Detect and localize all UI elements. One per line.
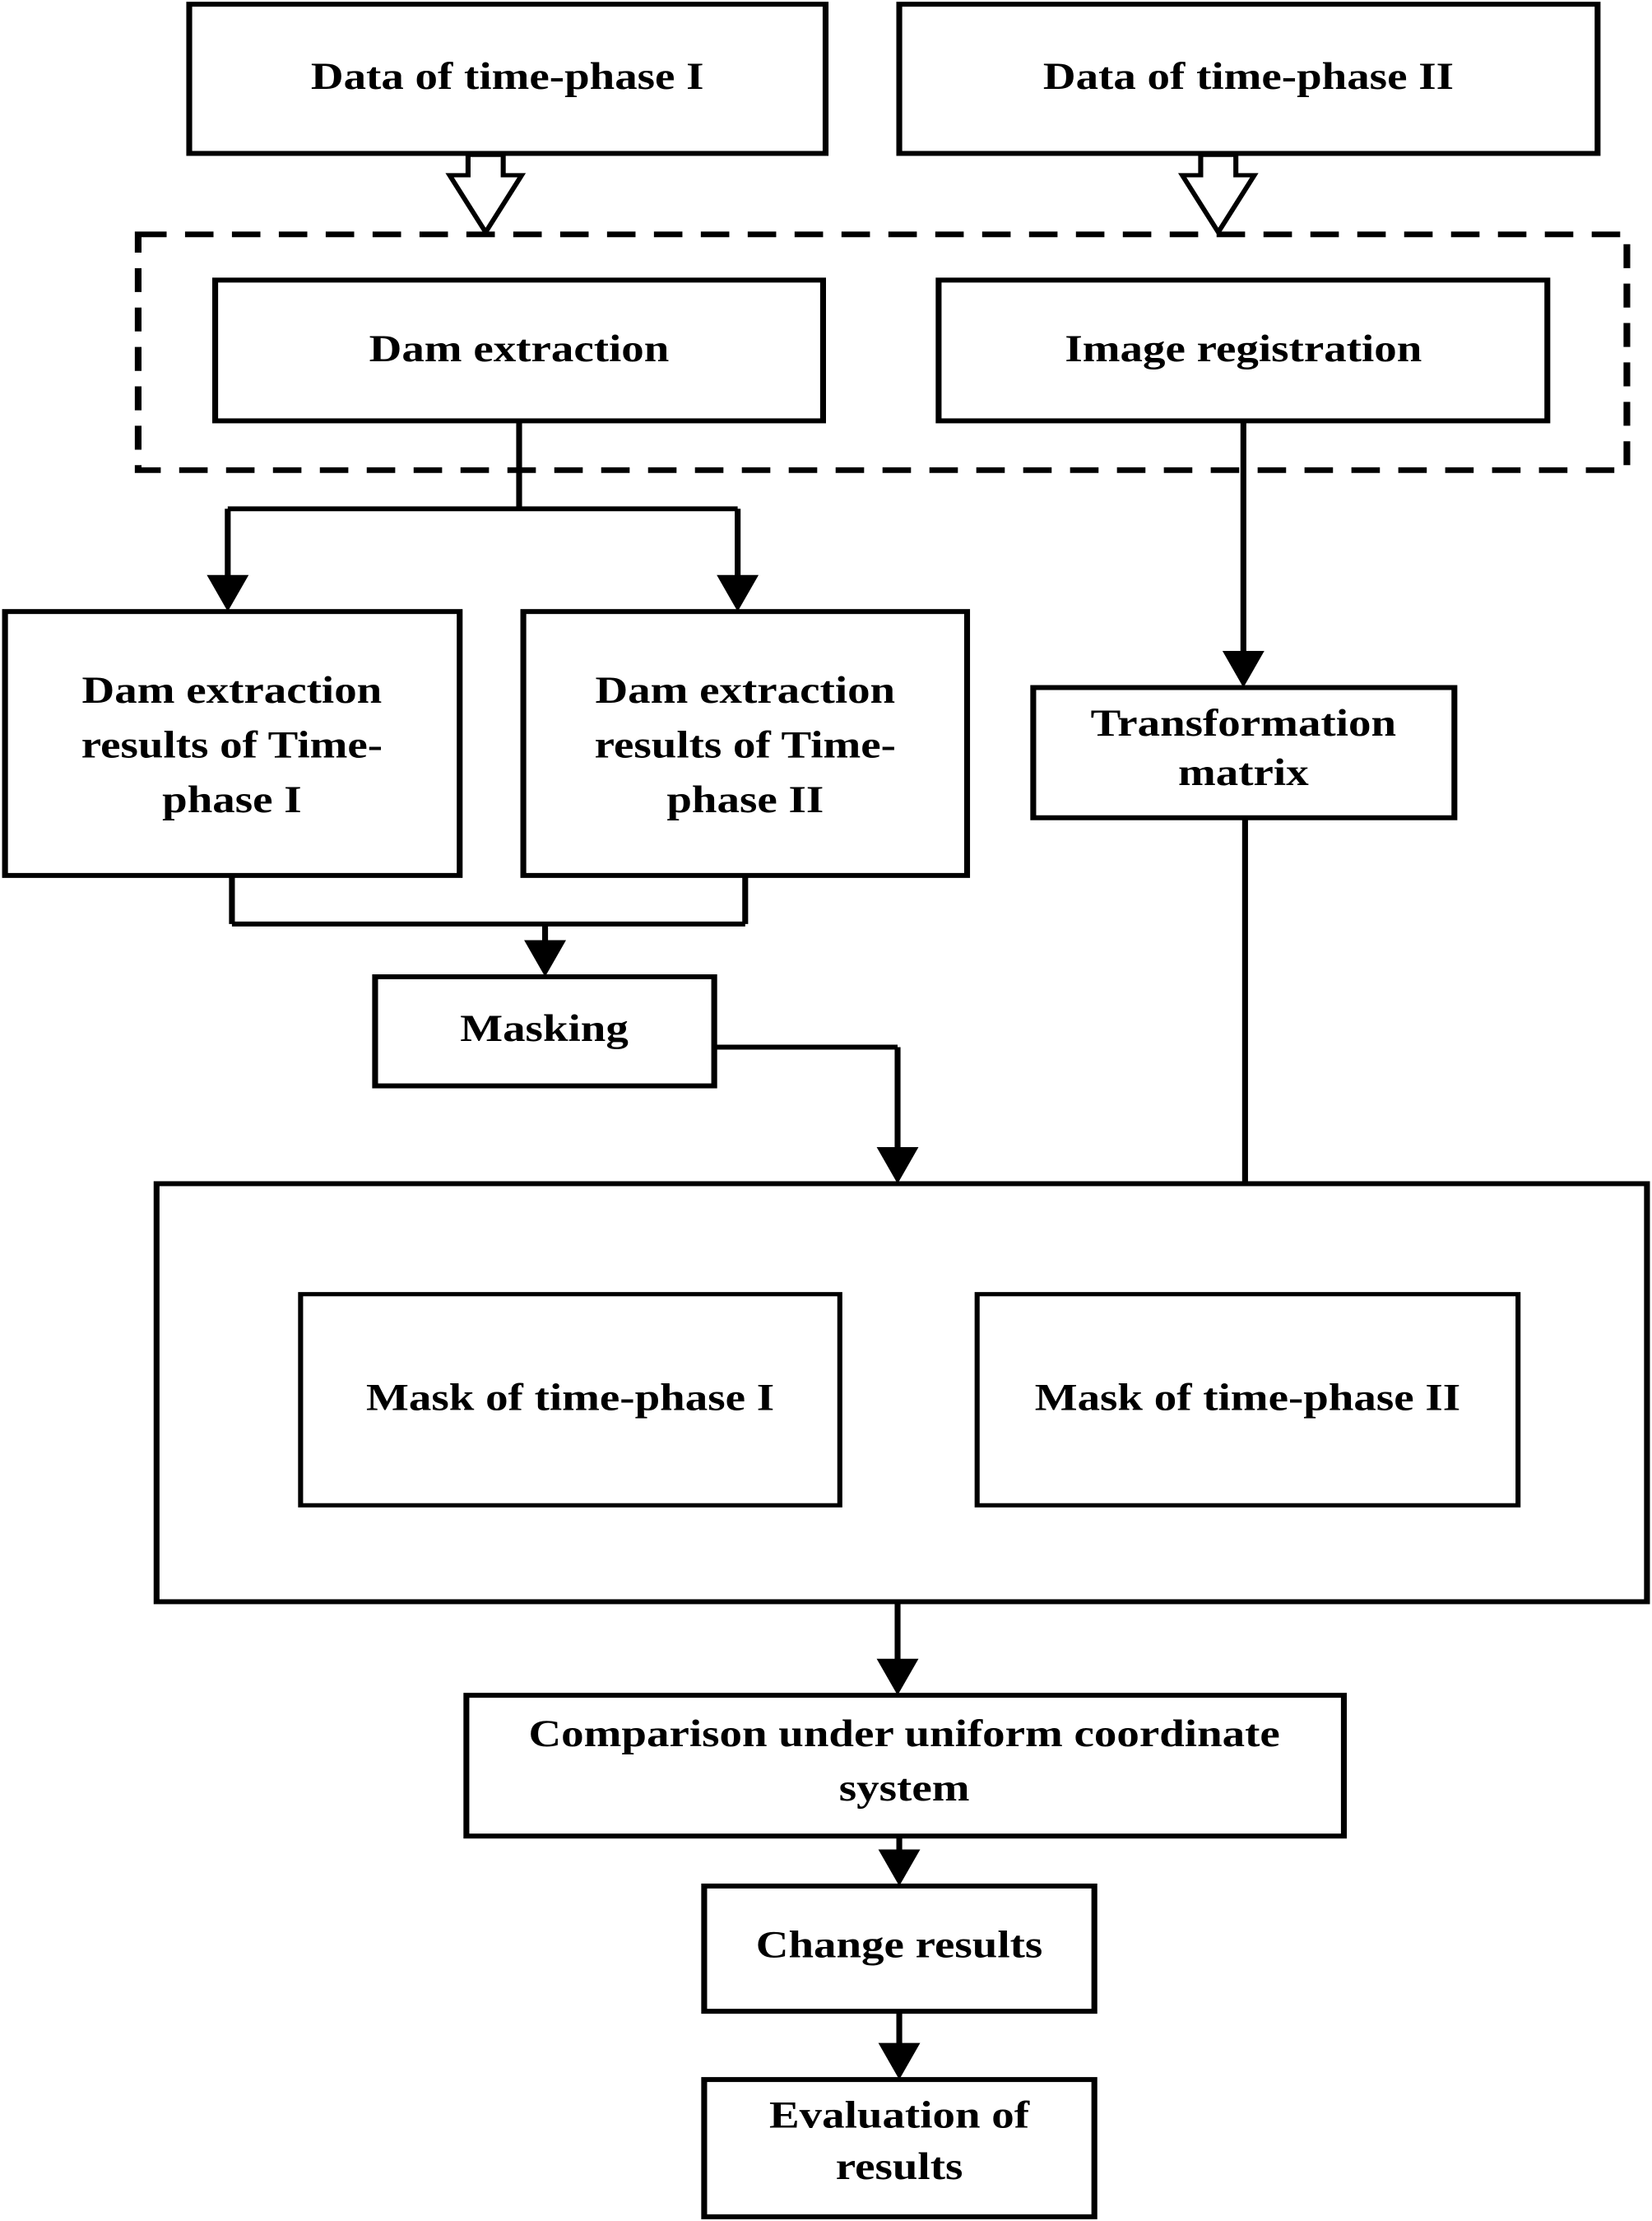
comparison-box — [463, 1693, 1348, 1839]
comparison-label-line2: system — [839, 1767, 970, 1809]
edge-mask-container-to-comparison — [876, 1601, 919, 1696]
dam-results-2-label-line1: Dam extraction — [595, 669, 895, 711]
dam-results-1-label-line3: phase I — [162, 778, 301, 820]
arrowhead-down-icon — [524, 940, 566, 978]
arrowhead-down-icon — [876, 1146, 919, 1184]
evaluation-box — [701, 2077, 1097, 2219]
dam-results-1-box — [2, 609, 463, 878]
arrowhead-down-icon — [876, 1658, 919, 1696]
dam-results-2-label-line3: phase II — [666, 778, 824, 820]
node-masking: Masking — [372, 974, 717, 1089]
arrowhead-down-icon — [1222, 651, 1265, 688]
image-registration-box — [935, 277, 1551, 424]
arrowhead-down-icon — [717, 574, 759, 612]
node-dam-extraction: Dam extraction — [211, 277, 826, 424]
evaluation-label-line2: results — [836, 2145, 963, 2187]
mask-phase-1-label: Mask of time-phase I — [366, 1376, 774, 1418]
mask-phase-2-label: Mask of time-phase II — [1035, 1376, 1460, 1418]
image-registration-label: Image registration — [1065, 328, 1422, 369]
transformation-matrix-box — [1030, 685, 1458, 820]
edge-change-to-evaluation — [878, 2011, 921, 2080]
masking-label: Masking — [460, 1007, 629, 1049]
change-results-box — [701, 1883, 1097, 2014]
comparison-label-line1: Comparison under uniform coordinate — [529, 1712, 1280, 1754]
dam-results-2-label-line2: results of Time- — [595, 724, 896, 766]
edge-dam-extraction-split — [206, 421, 759, 612]
dam-results-1-label-line2: results of Time- — [81, 724, 383, 766]
edge-results-to-masking — [229, 875, 749, 978]
data-phase-1-label: Data of time-phase I — [311, 55, 704, 97]
evaluation-label-line1: Evaluation of — [769, 2094, 1030, 2136]
node-data-phase-2: Data of time-phase II — [896, 2, 1601, 156]
dam-extraction-label: Dam extraction — [369, 328, 670, 369]
hollow-block-arrow-down-left-icon — [445, 152, 527, 237]
arrowhead-down-icon — [878, 1849, 921, 1886]
edge-registration-to-matrix — [1222, 421, 1265, 688]
node-dam-results-phase-1: Dam extraction results of Time- phase I — [2, 609, 463, 878]
masking-box — [372, 974, 717, 1089]
node-evaluation: Evaluation of results — [701, 2077, 1097, 2219]
node-image-registration: Image registration — [935, 277, 1551, 424]
dashed-processing-group — [134, 231, 1631, 473]
node-data-phase-1: Data of time-phase I — [186, 2, 829, 156]
node-dam-results-phase-2: Dam extraction results of Time- phase II — [520, 609, 971, 878]
change-results-label: Change results — [756, 1924, 1043, 1966]
hollow-block-arrow-down-right-icon — [1177, 152, 1259, 237]
mask-phase-1-box — [298, 1292, 842, 1508]
node-change-results: Change results — [701, 1883, 1097, 2014]
node-mask-phase-1: Mask of time-phase I — [298, 1292, 842, 1508]
node-comparison: Comparison under uniform coordinate syst… — [463, 1693, 1348, 1839]
edge-masking-to-mask-container — [714, 1044, 919, 1184]
node-mask-phase-2: Mask of time-phase II — [974, 1292, 1521, 1508]
arrowhead-down-icon — [206, 574, 249, 612]
dam-results-1-label-line1: Dam extraction — [82, 669, 383, 711]
node-transformation-matrix: Transformation matrix — [1030, 685, 1458, 820]
transformation-matrix-label-line1: Transformation — [1091, 702, 1396, 744]
data-phase-2-box — [896, 2, 1601, 156]
data-phase-2-label: Data of time-phase II — [1043, 55, 1454, 97]
arrowhead-down-icon — [878, 2042, 921, 2080]
mask-phase-2-box — [974, 1292, 1521, 1508]
transformation-matrix-label-line2: matrix — [1178, 751, 1309, 793]
data-phase-1-box — [186, 2, 829, 156]
dam-results-2-box — [520, 609, 971, 878]
edge-comparison-to-change — [878, 1836, 921, 1886]
